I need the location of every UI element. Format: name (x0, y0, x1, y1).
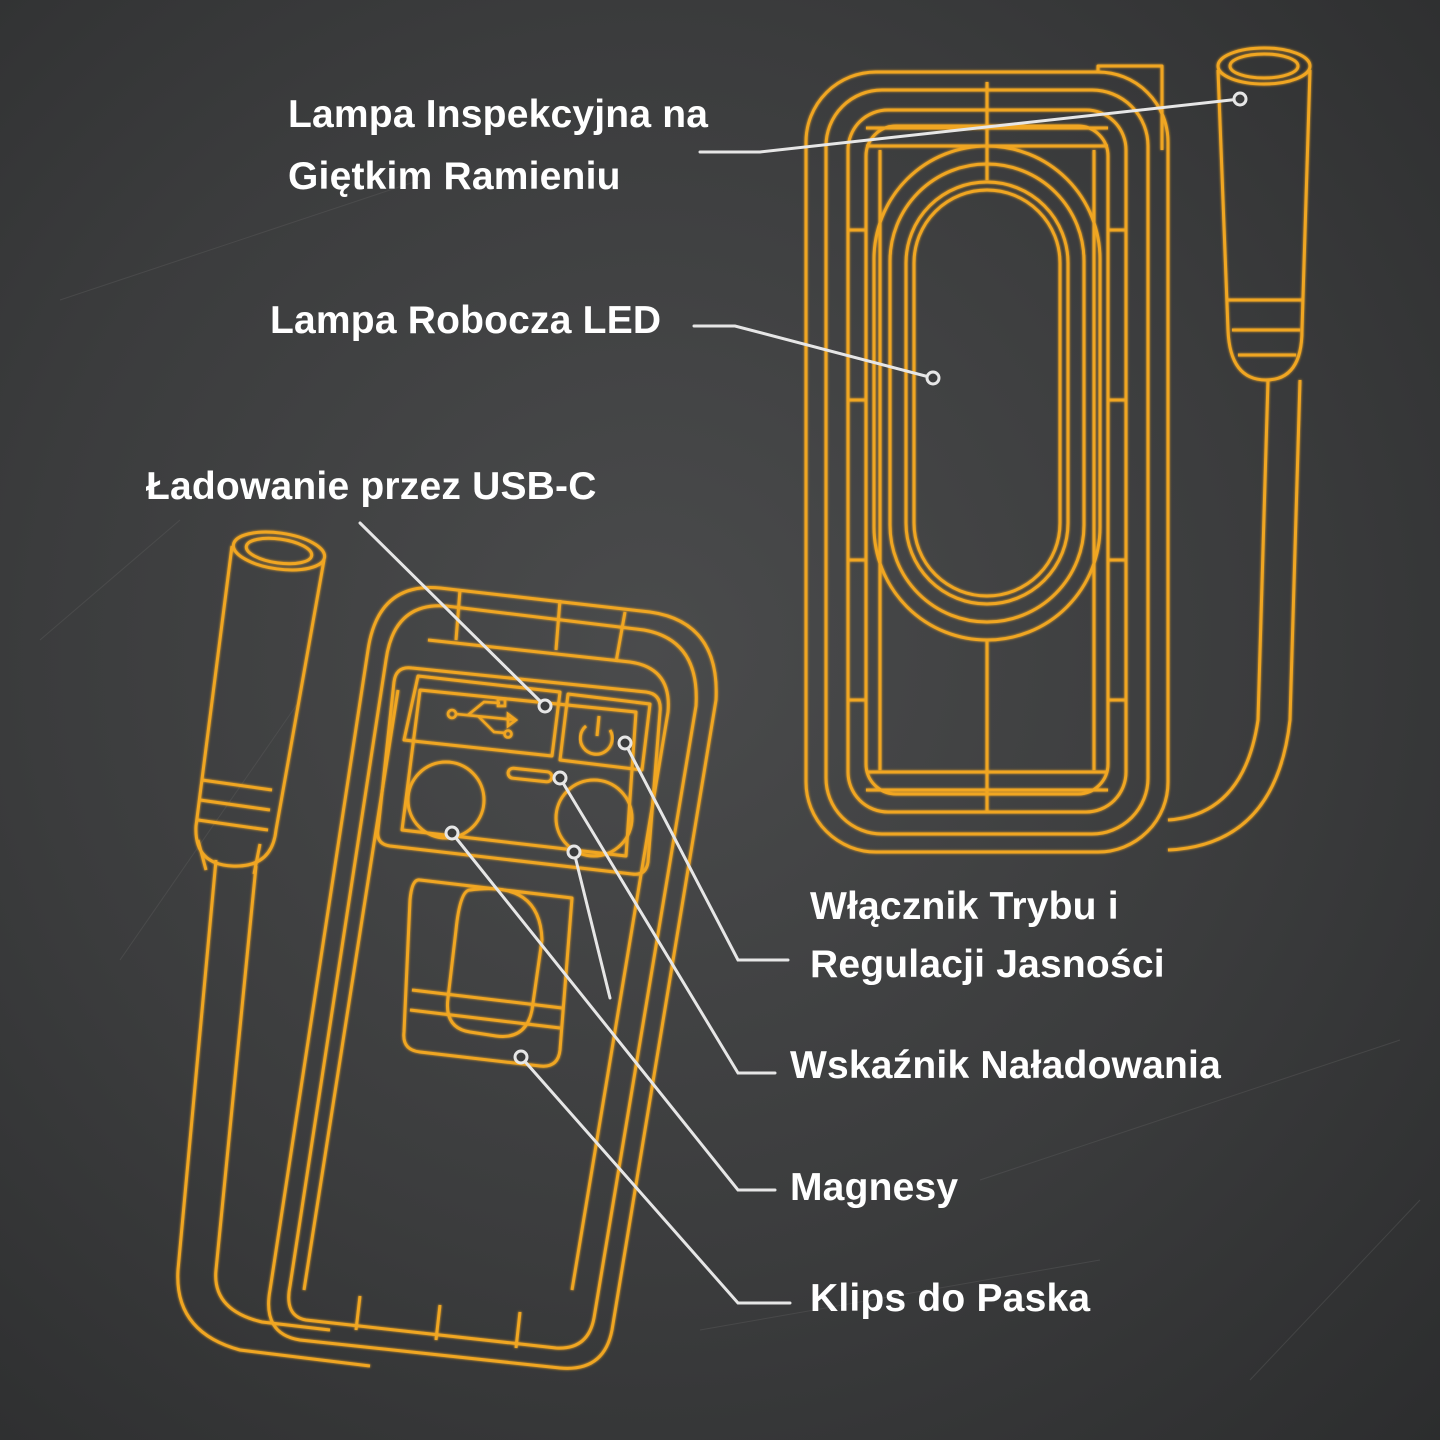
label-mode-switch-line1: Włącznik Trybu i (810, 885, 1119, 928)
label-inspection-lamp: Lampa Inspekcyjna na Giętkim Ramieniu (288, 84, 708, 208)
power-icon (578, 715, 614, 756)
leader-mode-switch (623, 741, 790, 962)
label-inspection-lamp-line1: Lampa Inspekcyjna na (288, 93, 709, 136)
leader-inspection-lamp (698, 97, 1242, 154)
label-work-lamp: Lampa Robocza LED (270, 299, 662, 342)
leader-magnets (450, 831, 777, 1192)
work-lamp-front-view (804, 46, 1312, 854)
label-magnets: Magnesy (790, 1166, 959, 1209)
leader-usb-charging (358, 521, 547, 708)
usb-icon (446, 697, 519, 739)
label-belt-clip: Klips do Paska (810, 1277, 1091, 1320)
leader-work-lamp (692, 324, 935, 380)
leader-dots (444, 91, 1248, 1065)
label-inspection-lamp-line2: Giętkim Ramieniu (288, 155, 621, 198)
leader-lines (358, 97, 1242, 1305)
background-scratches (39, 179, 1421, 1381)
work-lamp-back-view (176, 530, 718, 1370)
leader-belt-clip (519, 1055, 792, 1305)
label-mode-switch: Włącznik Trybu i Regulacji Jasności (810, 878, 1165, 994)
label-usb-charging: Ładowanie przez USB-C (146, 465, 597, 508)
label-charge-indicator: Wskaźnik Naładowania (790, 1044, 1221, 1087)
leader-charge-indicator (558, 776, 777, 1075)
label-mode-switch-line2: Regulacji Jasności (810, 943, 1165, 986)
leader-magnets-right (572, 850, 612, 1000)
